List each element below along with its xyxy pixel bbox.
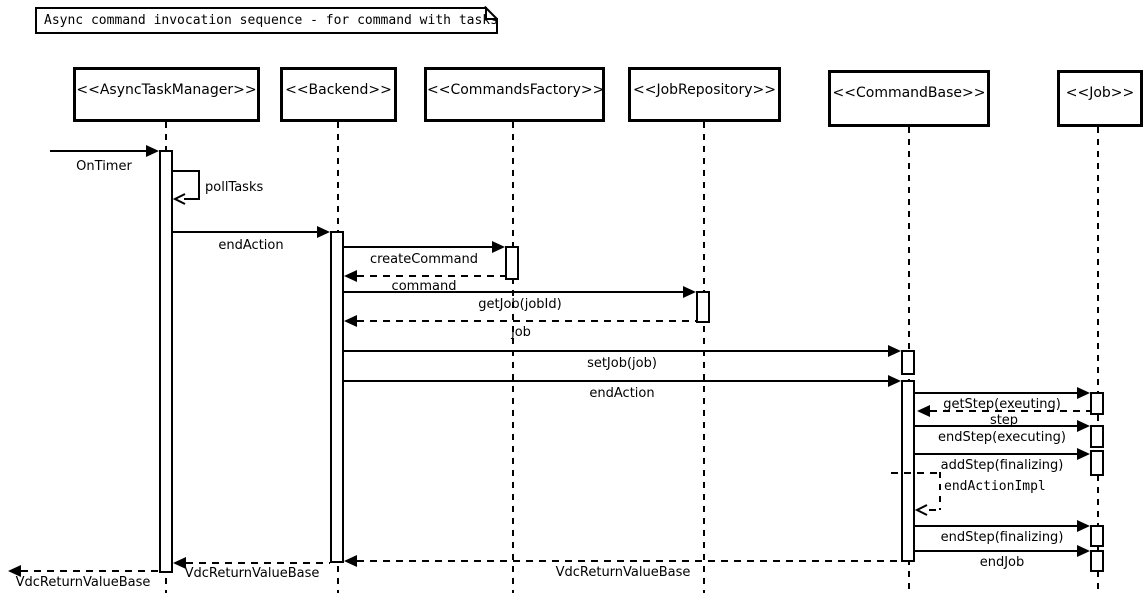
arrowhead-icon — [344, 270, 357, 282]
participant-commandsfactory: <<CommandsFactory>> — [424, 67, 605, 122]
participant-label: <<Backend>> — [285, 82, 392, 98]
lifeline-jobrepository — [703, 122, 705, 593]
participant-label: <<Job>> — [1065, 85, 1135, 101]
message-label: setJob(job) — [587, 356, 657, 371]
arrowhead-icon — [492, 241, 505, 253]
activation-jobrepository — [696, 291, 710, 323]
arrowhead-icon — [888, 375, 901, 387]
arrowhead-icon — [344, 315, 357, 327]
message-label: VdcReturnValueBase — [555, 565, 691, 580]
participant-label: <<CommandsFactory>> — [427, 82, 605, 98]
activation-backend — [330, 231, 344, 563]
arrowhead-icon — [1077, 520, 1090, 532]
arrowhead-icon — [917, 405, 930, 417]
participant-backend: <<Backend>> — [280, 67, 397, 122]
message-label: endJob — [979, 555, 1025, 570]
arrowhead-icon — [173, 557, 186, 569]
message-label: command — [391, 279, 457, 294]
activation-commandsfactory — [505, 246, 519, 280]
message-label: job — [511, 325, 531, 340]
arrowhead-icon — [1077, 448, 1090, 460]
message-label: addStep(finalizing) — [940, 458, 1064, 473]
arrowhead-icon — [1077, 387, 1090, 399]
activation-job-getstep — [1090, 392, 1104, 415]
message-label: getJob(jobId) — [478, 297, 562, 312]
activation-commandbase-setjob — [901, 350, 915, 375]
participant-label: <<CommandBase>> — [832, 85, 986, 101]
message-label: endAction — [218, 238, 284, 253]
activation-job-addstep — [1090, 450, 1104, 476]
lifeline-job — [1097, 127, 1099, 590]
message-label: endStep(finalizing) — [940, 530, 1064, 545]
message-label: endAction — [589, 386, 655, 401]
message-label: getStep(exeuting) — [943, 397, 1061, 412]
participant-asynctaskmanager: <<AsyncTaskManager>> — [73, 67, 260, 122]
participant-commandbase: <<CommandBase>> — [828, 70, 990, 127]
arrowhead-icon — [344, 555, 357, 567]
lifeline-commandsfactory — [512, 122, 514, 593]
message-label: createCommand — [369, 252, 479, 267]
arrowhead-icon — [8, 565, 21, 577]
arrowhead-icon — [1077, 545, 1090, 557]
arrowhead-icon — [146, 145, 159, 157]
participant-jobrepository: <<JobRepository>> — [628, 67, 781, 122]
arrowhead-icon — [317, 226, 330, 238]
message-label: VdcReturnValueBase — [184, 566, 320, 581]
participant-job: <<Job>> — [1057, 70, 1143, 127]
message-label: OnTimer — [76, 159, 132, 174]
message-label: pollTasks — [205, 180, 264, 195]
diagram-title-note: Async command invocation sequence - for … — [35, 5, 499, 34]
message-label: endStep(executing) — [938, 430, 1066, 445]
arrowhead-icon — [683, 286, 696, 298]
activation-commandbase-endaction — [901, 380, 915, 562]
activation-job-endjob — [1090, 550, 1104, 572]
arrowhead-icon — [1077, 420, 1090, 432]
activation-asynctaskmanager — [159, 150, 173, 573]
activation-job-endstep-finalizing — [1090, 525, 1104, 547]
message-label: step — [989, 413, 1019, 428]
open-arrowhead-icon — [173, 193, 186, 205]
message-label: endActionImpl — [944, 479, 1046, 494]
participant-label: <<JobRepository>> — [633, 82, 776, 98]
arrowhead-icon — [888, 345, 901, 357]
diagram-title: Async command invocation sequence - for … — [44, 13, 498, 28]
activation-job-endstep-executing — [1090, 425, 1104, 448]
open-arrowhead-icon — [915, 504, 928, 516]
participant-label: <<AsyncTaskManager>> — [76, 82, 257, 98]
message-label: VdcReturnValueBase — [15, 575, 151, 590]
